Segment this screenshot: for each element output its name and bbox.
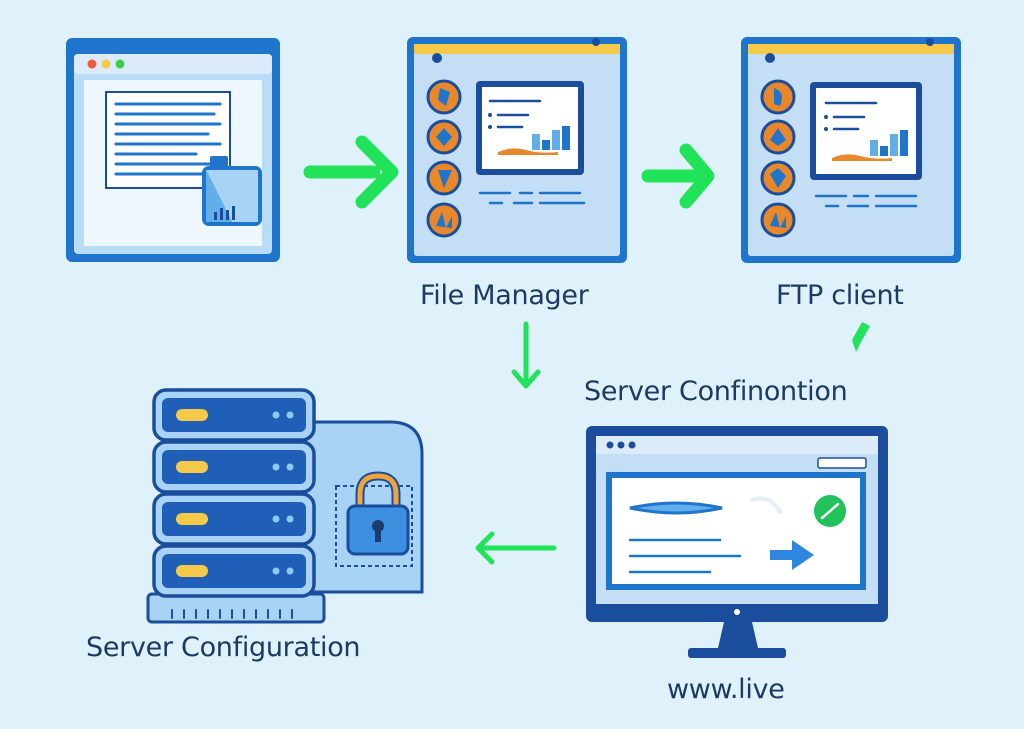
file-manager-label: File Manager: [420, 280, 589, 311]
server-configuration-label: Server Configuration: [86, 632, 361, 663]
ftp-window-icon: [741, 37, 961, 263]
pen-icon: [852, 322, 870, 352]
padlock-icon: [335, 471, 413, 567]
www-live-label: www.live: [667, 674, 785, 705]
arrow-left-icon: [475, 531, 557, 565]
file-manager-window-icon: [407, 37, 627, 263]
server-confin-label: Server Confinontion: [584, 376, 848, 407]
server-rack-icon: [146, 388, 424, 624]
ftp-client-label: FTP client: [776, 280, 904, 311]
arrow-down-icon: [511, 321, 541, 389]
arrow-right-icon: [641, 143, 715, 209]
arrow-right-icon: [303, 135, 399, 209]
monitor-icon: [586, 426, 888, 658]
document-window-icon: [66, 38, 280, 262]
